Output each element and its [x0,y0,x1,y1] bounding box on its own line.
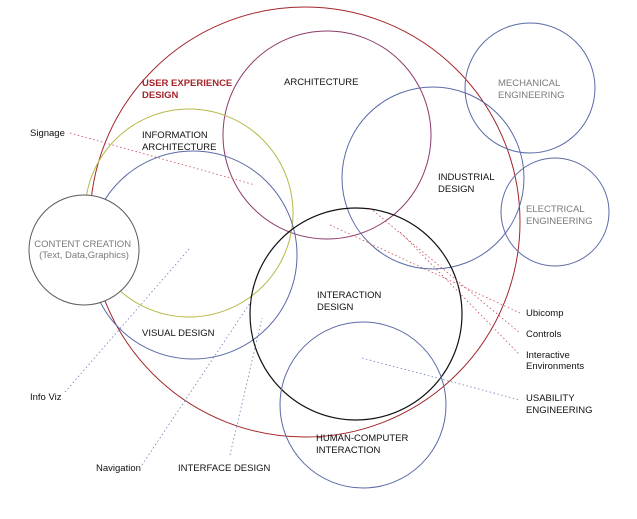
interface-design-leader [229,317,263,456]
information-architecture-label: INFORMATION ARCHITECTURE [142,130,216,153]
signage-leader [69,132,256,186]
navigation-label: Navigation [96,463,141,474]
leader-lines [64,132,521,466]
ux-design-circle [89,6,521,438]
controls-label: Controls [526,329,562,340]
industrial-design-label: INDUSTRIAL DESIGN [438,172,497,195]
electrical-engineering-label: ELECTRICAL ENGINEERING [526,204,593,227]
industrial-design-circle [341,86,525,270]
controls-leader [369,207,521,334]
visual-design-label: VISUAL DESIGN [142,328,215,339]
infoviz-label: Info Viz [30,392,62,403]
interactive-environments-leader [399,231,521,356]
interaction-design-label: INTERACTION DESIGN [317,290,384,313]
interaction-design-circle [249,207,463,421]
electrical-engineering-circle [500,157,610,267]
architecture-circle [222,30,432,240]
ux-design-label: USER EXPERIENCE DESIGN [142,78,235,101]
architecture-label: ARCHITECTURE [284,77,358,88]
interactive-environments-label: Interactive Environments [526,350,584,372]
usability-engineering-label: USABILITY ENGINEERING [526,393,593,416]
hci-label: HUMAN-COMPUTER INTERACTION [316,433,411,456]
signage-label: Signage [30,128,65,139]
hci-circle [279,321,447,489]
content-creation-label: CONTENT CREATION (Text, Data,Graphics) [34,239,133,261]
usability-engineering-leader [361,357,521,401]
mechanical-engineering-circle [464,22,596,154]
ubicomp-label: Ubicomp [526,308,564,319]
mechanical-engineering-label: MECHANICAL ENGINEERING [498,78,565,101]
ubicomp-leader [329,224,521,314]
interface-design-label: INTERFACE DESIGN [178,463,271,474]
navigation-leader [141,299,253,466]
content-creation-circle [28,194,140,306]
